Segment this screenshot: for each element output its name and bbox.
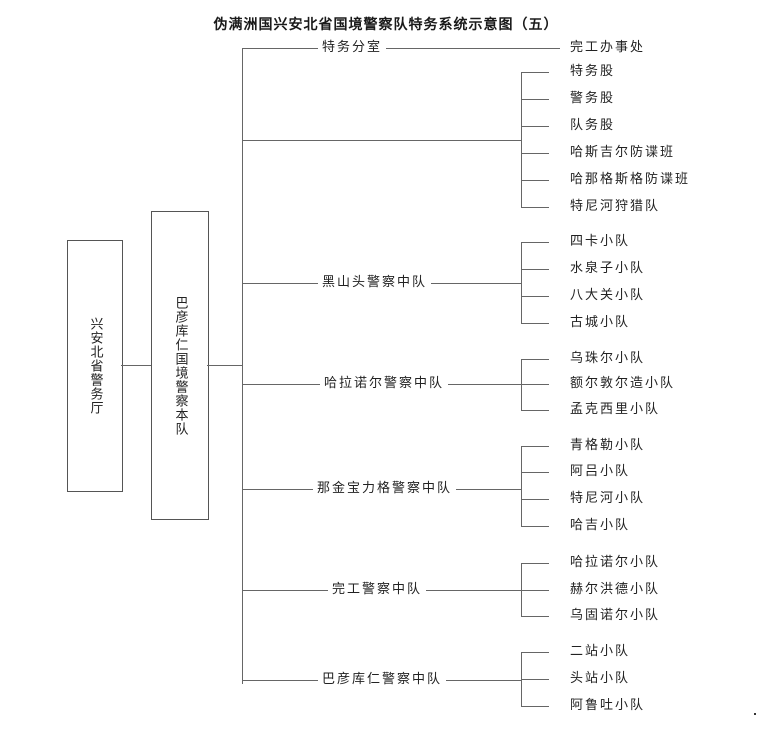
leaf-label: 四卡小队 — [570, 234, 631, 249]
leaf-connector — [521, 384, 549, 385]
leaf-connector — [521, 526, 549, 527]
leaf-connector — [521, 410, 549, 411]
leaf-connector — [521, 99, 549, 100]
leaf-connector — [521, 296, 549, 297]
leaf-connector — [521, 446, 549, 447]
leaf-label: 二站小队 — [570, 644, 631, 659]
leaf-connector — [521, 359, 549, 360]
bracket-line — [521, 446, 522, 527]
branch-node-label: 黑山头警察中队 — [318, 275, 432, 291]
leaf-label: 水泉子小队 — [570, 261, 646, 276]
leaf-connector — [521, 180, 549, 181]
stray-dot — [754, 713, 756, 715]
branch-node-label: 特务分室 — [318, 40, 387, 56]
leaf-connector — [521, 72, 549, 73]
branch-line — [242, 140, 521, 141]
leaf-connector — [521, 563, 549, 564]
leaf-label: 哈斯吉尔防谍班 — [570, 145, 676, 160]
leaf-label: 队务股 — [570, 118, 616, 133]
leaf-connector — [521, 242, 549, 243]
leaf-connector — [521, 269, 549, 270]
leaf-label: 警务股 — [570, 91, 616, 106]
leaf-label: 阿鲁吐小队 — [570, 698, 646, 713]
leaf-connector — [521, 679, 549, 680]
branch-node-label: 哈拉诺尔警察中队 — [320, 376, 449, 392]
root-label: 兴安北省警务厅 — [87, 317, 103, 415]
diagram-title: 伪满洲国兴安北省国境警察队特务系统示意图（五） — [213, 17, 559, 33]
root-box: 兴安北省警务厅 — [67, 240, 123, 492]
leaf-label: 特尼河狩猎队 — [570, 199, 661, 214]
leaf-label: 八大关小队 — [570, 288, 646, 303]
leaf-label: 额尔敦尔造小队 — [570, 376, 676, 391]
leaf-connector — [521, 323, 549, 324]
level1-label: 巴彦库仁国境警察本队 — [172, 295, 188, 436]
leaf-connector — [521, 126, 549, 127]
bracket-line — [521, 359, 522, 411]
leaf-connector — [521, 616, 549, 617]
leaf-label: 阿吕小队 — [570, 464, 631, 479]
branch-line — [242, 48, 560, 49]
leaf-connector — [521, 499, 549, 500]
trunk-line — [242, 48, 243, 684]
leaf-label: 特务股 — [570, 64, 616, 79]
leaf-connector — [521, 706, 549, 707]
leaf-label: 哈那格斯格防谍班 — [570, 172, 691, 187]
leaf-connector — [521, 472, 549, 473]
leaf-label: 赫尔洪德小队 — [570, 582, 661, 597]
leaf-label: 古城小队 — [570, 315, 631, 330]
leaf-connector — [521, 207, 549, 208]
leaf-label: 哈吉小队 — [570, 518, 631, 533]
branch-node-label: 那金宝力格警察中队 — [313, 481, 457, 497]
leaf-label: 哈拉诺尔小队 — [570, 555, 661, 570]
leaf-label: 孟克西里小队 — [570, 402, 661, 417]
bracket-line — [521, 72, 522, 208]
leaf-label: 乌固诺尔小队 — [570, 608, 661, 623]
leaf-label: 青格勒小队 — [570, 438, 646, 453]
root-to-level1-connector — [121, 365, 151, 366]
level1-box: 巴彦库仁国境警察本队 — [151, 211, 209, 520]
leaf-label: 完工办事处 — [570, 40, 646, 55]
leaf-label: 头站小队 — [570, 671, 631, 686]
leaf-connector — [521, 153, 549, 154]
bracket-line — [521, 242, 522, 324]
branch-node-label: 巴彦库仁警察中队 — [318, 672, 447, 688]
leaf-label: 乌珠尔小队 — [570, 351, 646, 366]
leaf-connector — [521, 590, 549, 591]
branch-node-label: 完工警察中队 — [328, 582, 427, 598]
leaf-label: 特尼河小队 — [570, 491, 646, 506]
level1-to-trunk-connector — [207, 365, 243, 366]
leaf-connector — [521, 652, 549, 653]
